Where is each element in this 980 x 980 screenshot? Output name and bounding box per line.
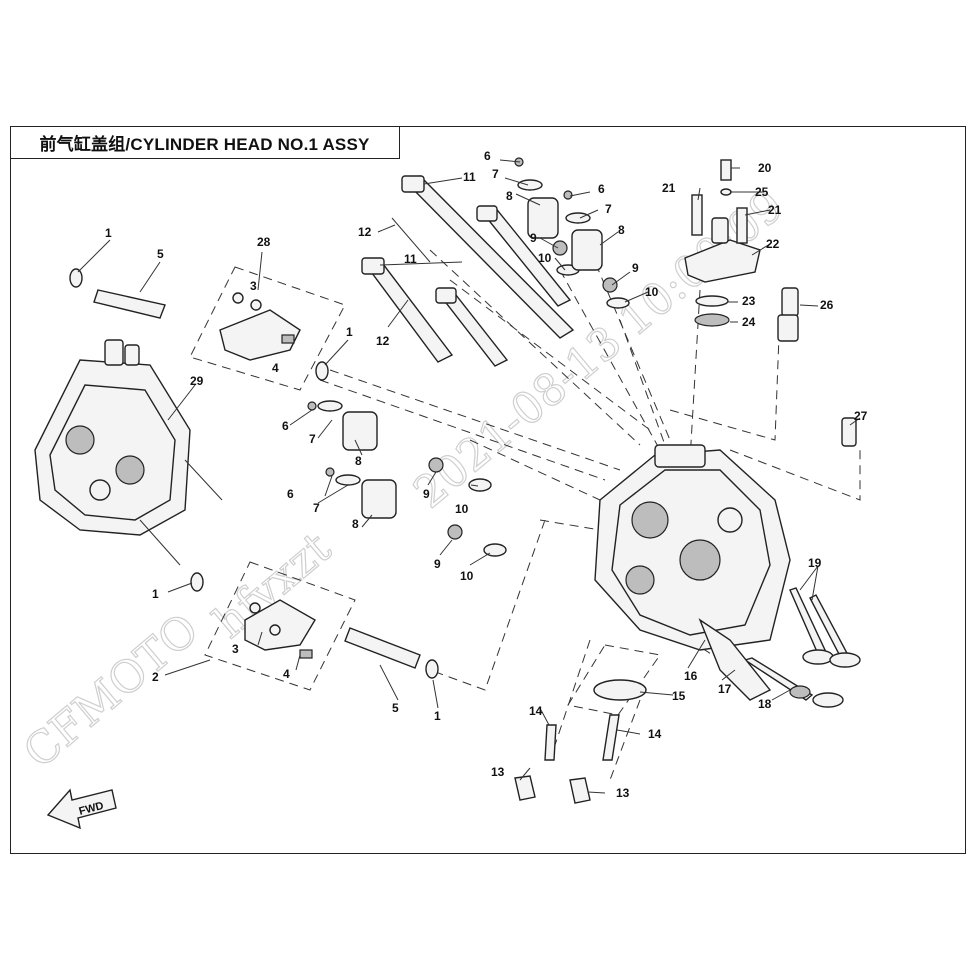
callout-18: 18	[758, 697, 772, 711]
callout-8: 8	[352, 517, 359, 531]
callout-20: 20	[758, 161, 772, 175]
callout-4: 4	[272, 361, 279, 375]
callout-16: 16	[684, 669, 698, 683]
callout-24: 24	[742, 315, 756, 329]
callout-8: 8	[355, 454, 362, 468]
cylinder-head-assembly-29	[34, 339, 223, 566]
assembly-outlines	[189, 249, 861, 781]
callout-1: 1	[105, 226, 112, 240]
thermostat-housing	[684, 159, 857, 447]
head-bolts	[361, 175, 575, 367]
callout-8: 8	[618, 223, 625, 237]
callout-6: 6	[282, 419, 289, 433]
callout-21: 21	[662, 181, 676, 195]
callout-10: 10	[455, 502, 469, 516]
cylinder-head-main	[594, 444, 791, 651]
callout-26: 26	[820, 298, 834, 312]
callout-1: 1	[346, 325, 353, 339]
callout-27: 27	[854, 409, 868, 423]
callout-1: 1	[152, 587, 159, 601]
callout-2: 2	[152, 670, 159, 684]
callout-4: 4	[283, 667, 290, 681]
callout-6: 6	[287, 487, 294, 501]
rocker-arm-box-upper	[189, 266, 346, 391]
callout-7: 7	[309, 432, 316, 446]
callout-21: 21	[768, 203, 782, 217]
callout-19: 19	[808, 556, 822, 570]
callout-7: 7	[605, 202, 612, 216]
rocker-arm-lower	[244, 599, 316, 659]
callout-22: 22	[766, 237, 780, 251]
callout-13: 13	[491, 765, 505, 779]
callout-leaders	[77, 159, 861, 794]
callout-11: 11	[463, 170, 476, 184]
diagram-frame	[10, 126, 966, 854]
callout-14: 14	[529, 704, 543, 718]
o-rings	[69, 268, 439, 679]
callout-10: 10	[645, 285, 659, 299]
callout-14: 14	[648, 727, 662, 741]
valves-and-gasket	[593, 587, 861, 708]
rocker-arm-box-lower	[204, 561, 356, 691]
callout-17: 17	[718, 682, 732, 696]
fwd-arrow: FWD	[46, 788, 117, 830]
callout-13: 13	[616, 786, 630, 800]
callout-1: 1	[434, 709, 441, 723]
callout-29: 29	[190, 374, 204, 388]
callout-5: 5	[157, 247, 164, 261]
arrow-left-icon	[46, 788, 117, 830]
callout-3: 3	[250, 279, 257, 293]
watermark-brand: CFMOTO	[14, 604, 208, 779]
rocker-arm-upper	[219, 292, 301, 361]
callout-6: 6	[598, 182, 605, 196]
callout-10: 10	[538, 251, 552, 265]
callout-8: 8	[506, 189, 513, 203]
studs-and-nuts	[514, 714, 620, 804]
callout-12: 12	[358, 225, 372, 239]
callout-5: 5	[392, 701, 399, 715]
callout-12: 12	[376, 334, 390, 348]
callout-9: 9	[530, 231, 537, 245]
callout-25: 25	[755, 185, 769, 199]
callout-28: 28	[257, 235, 271, 249]
leader-dashes	[319, 249, 861, 781]
gasket-outline	[567, 644, 661, 716]
callout-23: 23	[742, 294, 756, 308]
callout-15: 15	[672, 689, 686, 703]
callout-3: 3	[232, 642, 239, 656]
callout-labels: 1 1 1 1 2 3 3 4 4 5 5 6 6 6 6 7 7 7 7 8 …	[105, 149, 868, 800]
callout-7: 7	[492, 167, 499, 181]
callout-9: 9	[434, 557, 441, 571]
callout-9: 9	[632, 261, 639, 275]
callout-7: 7	[313, 501, 320, 515]
callout-10: 10	[460, 569, 474, 583]
callout-11: 11	[404, 252, 417, 266]
title-box: 前气缸盖组/CYLINDER HEAD NO.1 ASSY	[10, 126, 400, 159]
callout-9: 9	[423, 487, 430, 501]
page-title: 前气缸盖组/CYLINDER HEAD NO.1 ASSY	[39, 134, 370, 154]
rocker-shafts	[93, 289, 421, 669]
callout-6: 6	[484, 149, 491, 163]
